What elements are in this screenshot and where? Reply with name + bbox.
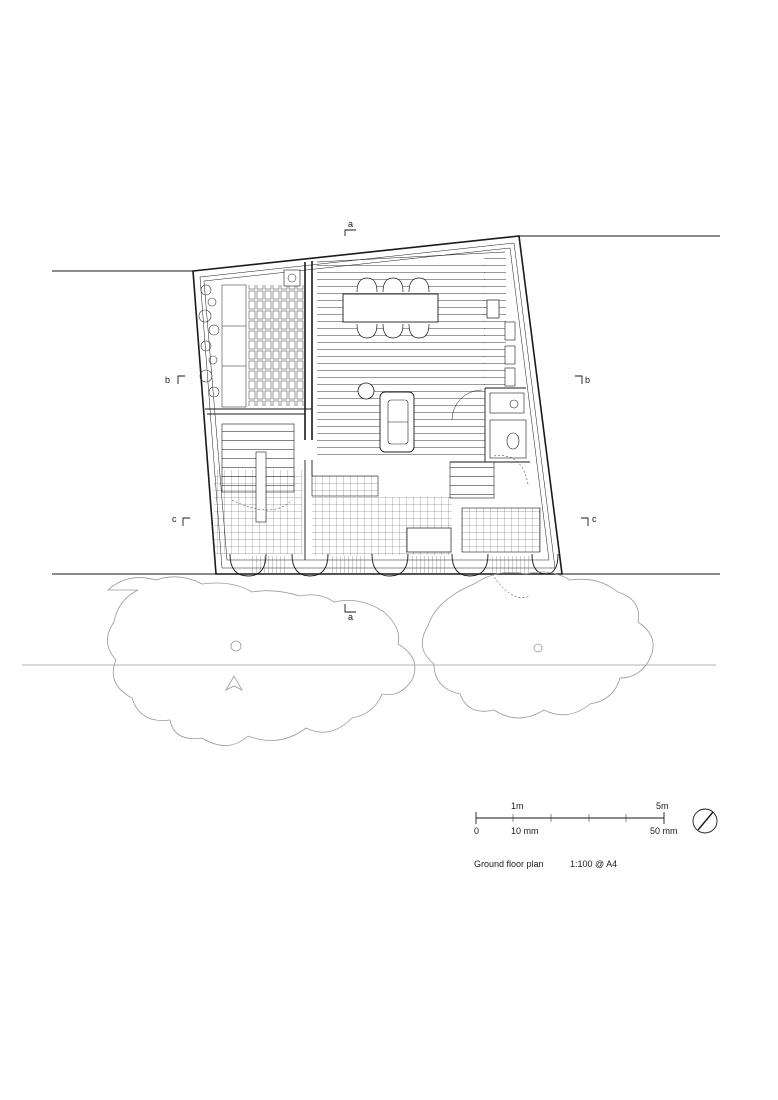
dining-table <box>342 277 439 339</box>
drawing-title: Ground floor plan <box>474 859 544 869</box>
section-label-c-right: c <box>592 514 597 524</box>
street-trees <box>22 571 716 746</box>
drawing-scale: 1:100 @ A4 <box>570 859 618 869</box>
section-label-c-left: c <box>172 514 177 524</box>
section-marker-lines <box>177 229 589 613</box>
interior-walls <box>205 261 530 560</box>
front-facade-bays <box>229 553 559 598</box>
scale-label-1m: 1m <box>511 801 524 811</box>
front-left-room <box>214 423 302 554</box>
scale-label-10mm: 10 mm <box>511 826 539 836</box>
sofa <box>357 382 415 453</box>
scale-bar <box>475 812 665 824</box>
site-boundaries <box>52 235 720 575</box>
scale-label-0: 0 <box>474 826 480 836</box>
courtyard-planting <box>198 269 304 408</box>
scale-label-5m: 5m <box>656 801 669 811</box>
section-label-a-bottom: a <box>348 612 354 622</box>
section-label-b-right: b <box>585 375 591 385</box>
section-label-a-top: a <box>348 219 354 229</box>
scale-label-50mm: 50 mm <box>650 826 678 836</box>
kitchen-units <box>486 299 527 459</box>
front-room <box>311 389 541 555</box>
north-arrow-icon <box>692 808 718 834</box>
section-label-b-left: b <box>165 375 171 385</box>
